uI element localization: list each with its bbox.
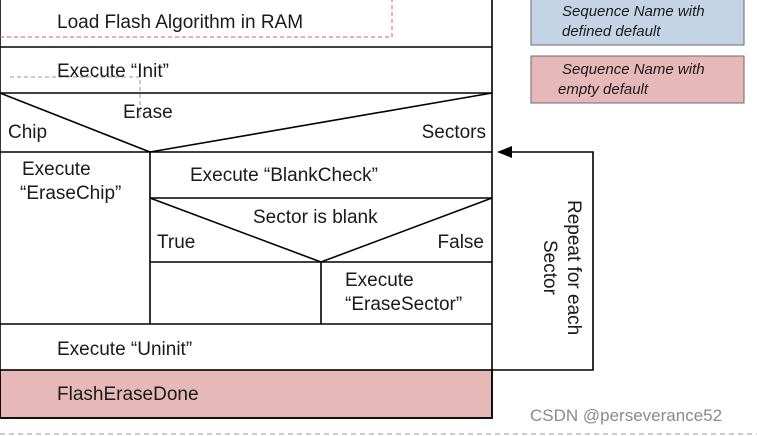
step-load-algorithm: Load Flash Algorithm in RAM <box>57 12 303 33</box>
csdn-watermark: CSDN @perseverance52 <box>530 406 722 425</box>
branch-true: True <box>157 232 195 253</box>
step-erase-chip-line1: Execute <box>22 159 91 180</box>
blank-decision-right-diagonal <box>320 197 493 263</box>
legend-empty-line2: empty default <box>558 81 649 98</box>
decision-sector-blank: Sector is blank <box>253 207 378 228</box>
dashed-gray-marker <box>10 76 141 118</box>
step-erase-sector-line2: “EraseSector” <box>345 294 462 315</box>
blank-decision-left-diagonal <box>149 197 322 263</box>
repeat-loop-line <box>492 151 594 371</box>
dashed-red-marker <box>0 0 393 38</box>
loop-arrowhead-icon <box>497 146 512 158</box>
step-blank-check: Execute “BlankCheck” <box>190 165 378 186</box>
step-flash-erase-done: FlashEraseDone <box>57 384 199 405</box>
legend-defined-line2: defined default <box>562 23 661 40</box>
step-init: Execute “Init” <box>57 61 169 82</box>
step-erase-chip-line2: “EraseChip” <box>20 183 121 204</box>
repeat-label-line1: Repeat for each <box>563 200 584 335</box>
legend-empty-line1: Sequence Name with <box>562 61 705 78</box>
decision-erase: Erase <box>123 102 173 123</box>
legend-defined-line1: Sequence Name with <box>562 3 705 20</box>
repeat-label-line2: Sector <box>539 240 560 296</box>
repeat-label: Repeat for each Sector <box>539 200 584 335</box>
erase-decision-right-diagonal <box>149 92 493 153</box>
legend-empty-default-box <box>530 55 745 104</box>
flowchart-outline <box>0 0 493 419</box>
erase-decision-left-diagonal <box>0 92 151 153</box>
step-uninit: Execute “Uninit” <box>57 339 192 360</box>
branch-chip: Chip <box>8 122 47 143</box>
branch-false: False <box>438 232 484 253</box>
step-erase-sector-line1: Execute <box>345 270 414 291</box>
legend-defined-default-box <box>530 0 745 46</box>
branch-sectors: Sectors <box>422 122 486 143</box>
